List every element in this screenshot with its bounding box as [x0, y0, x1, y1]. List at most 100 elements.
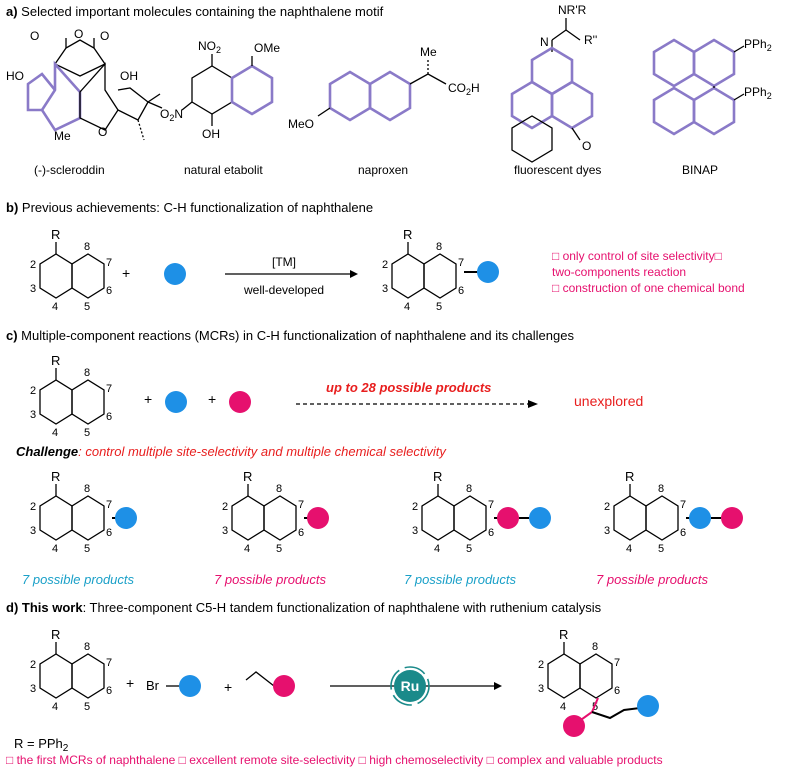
naphthalene-position-2: 2 [30, 385, 36, 397]
naphthalene-position-3: 3 [30, 409, 36, 421]
scleroddin-label-o1: O [30, 29, 39, 43]
naphthalene-ring-left [613, 495, 647, 541]
naphthalene-position-5: 5 [84, 701, 90, 713]
naphthalene-position-7: 7 [614, 657, 620, 669]
naphthalene-position-3: 3 [412, 525, 418, 537]
section-b-reagent: [TM] [272, 255, 296, 269]
molecule-name-scleroddin: (-)-scleroddin [34, 163, 105, 177]
naphthalene-position-6: 6 [614, 685, 620, 697]
naphthalene-position-2: 2 [412, 501, 418, 513]
scleroddin-label-oh: OH [120, 69, 138, 83]
section-b-plus: + [122, 265, 130, 281]
naphthalene-position-2: 2 [222, 501, 228, 513]
component-blue-d [179, 675, 201, 697]
section-c-arrowhead [528, 400, 538, 408]
naphthalene-ring-left [231, 495, 265, 541]
naphthalene-position-5: 5 [466, 543, 472, 555]
section-b-arrowhead [350, 270, 358, 278]
naphthalene-position-5: 5 [84, 543, 90, 555]
naphthalene-position-2: 2 [382, 259, 388, 271]
product-d-blue [637, 695, 659, 717]
naphthalene-ring-right [71, 253, 105, 299]
naphthalene-ring-left [547, 653, 581, 699]
section-b-condition: well-developed [243, 283, 324, 297]
component-blue-b [164, 263, 186, 285]
naphthalene-position-8: 8 [592, 641, 598, 653]
molecule-fluorescent-dyes [510, 18, 594, 163]
naphthalene-position-8: 8 [84, 241, 90, 253]
case-3-pink [497, 507, 519, 529]
molecule-name-naproxen: naproxen [358, 163, 408, 177]
section-d-r-definition: R = PPh2 [14, 736, 69, 754]
etabolit-ring-right [230, 64, 274, 116]
case-4-blue [689, 507, 711, 529]
naphthalene-substituent-r: R [433, 469, 442, 484]
naproxen-label-co2h: CO2H [448, 81, 480, 97]
section-d-footer: □ the first MCRs of naphthalene □ excell… [6, 753, 663, 767]
naphthalene-position-4: 4 [560, 701, 566, 713]
etabolit-label-no2: NO2 [198, 39, 221, 55]
naproxen-label-me: Me [420, 45, 437, 59]
naphthalene-position-7: 7 [488, 499, 494, 511]
naphthalene-position-4: 4 [52, 701, 58, 713]
naphthalene-ring-right [423, 253, 457, 299]
section-c-plus-2: + [208, 391, 216, 407]
naphthalene-position-5: 5 [658, 543, 664, 555]
section-c-arrow-label: up to 28 possible products [326, 380, 491, 395]
naphthalene-position-3: 3 [30, 283, 36, 295]
case-4-count: 7 possible products [596, 572, 709, 587]
naphthalene-position-8: 8 [276, 483, 282, 495]
molecule-binap [652, 38, 745, 136]
naphthalene-position-8: 8 [84, 367, 90, 379]
naphthalene-position-4: 4 [626, 543, 632, 555]
naphthalene-substituent-r: R [625, 469, 634, 484]
alkene-bond [245, 671, 275, 687]
naphthalene-position-4: 4 [52, 427, 58, 439]
molecule-name-binap: BINAP [682, 163, 718, 177]
naphthalene-position-4: 4 [52, 543, 58, 555]
naphthalene-position-2: 2 [30, 501, 36, 513]
naphthalene-ring-left [39, 379, 73, 425]
naphthalene-position-6: 6 [106, 285, 112, 297]
naphthalene-ring-left [421, 495, 455, 541]
dyes-label-n: N [540, 35, 549, 49]
naphthalene-position-8: 8 [84, 641, 90, 653]
naphthalene-position-7: 7 [680, 499, 686, 511]
section-d-arrowhead [494, 682, 502, 690]
case-1-count: 7 possible products [22, 572, 135, 587]
naproxen-ring-left [328, 70, 372, 122]
naphthalene-ring-left [39, 653, 73, 699]
product-d-chain-black [591, 707, 641, 720]
section-d-plus-2: + [224, 679, 232, 695]
naphthalene-position-8: 8 [436, 241, 442, 253]
naphthalene-substituent-r: R [51, 469, 60, 484]
naphthalene-ring-left [391, 253, 425, 299]
scleroddin-label-o3: O [100, 29, 109, 43]
naphthalene-position-4: 4 [404, 301, 410, 313]
naphthalene-position-3: 3 [604, 525, 610, 537]
naphthalene-position-3: 3 [30, 525, 36, 537]
section-d-plus-1: + [126, 675, 134, 691]
binap-label-pph2-bottom: PPh2 [744, 85, 772, 101]
naphthalene-position-7: 7 [298, 499, 304, 511]
naproxen-ring-right [368, 70, 412, 122]
naphthalene-position-8: 8 [466, 483, 472, 495]
naphthalene-position-3: 3 [382, 283, 388, 295]
naphthalene-position-6: 6 [106, 685, 112, 697]
naphthalene-position-8: 8 [658, 483, 664, 495]
section-c-challenge: Challenge: control multiple site-selecti… [16, 444, 447, 459]
case-1-blue [115, 507, 137, 529]
naphthalene-ring-right [645, 495, 679, 541]
naphthalene-ring-left [39, 495, 73, 541]
naphthalene-position-6: 6 [106, 411, 112, 423]
naphthalene-substituent-r: R [559, 627, 568, 642]
naphthalene-position-2: 2 [604, 501, 610, 513]
